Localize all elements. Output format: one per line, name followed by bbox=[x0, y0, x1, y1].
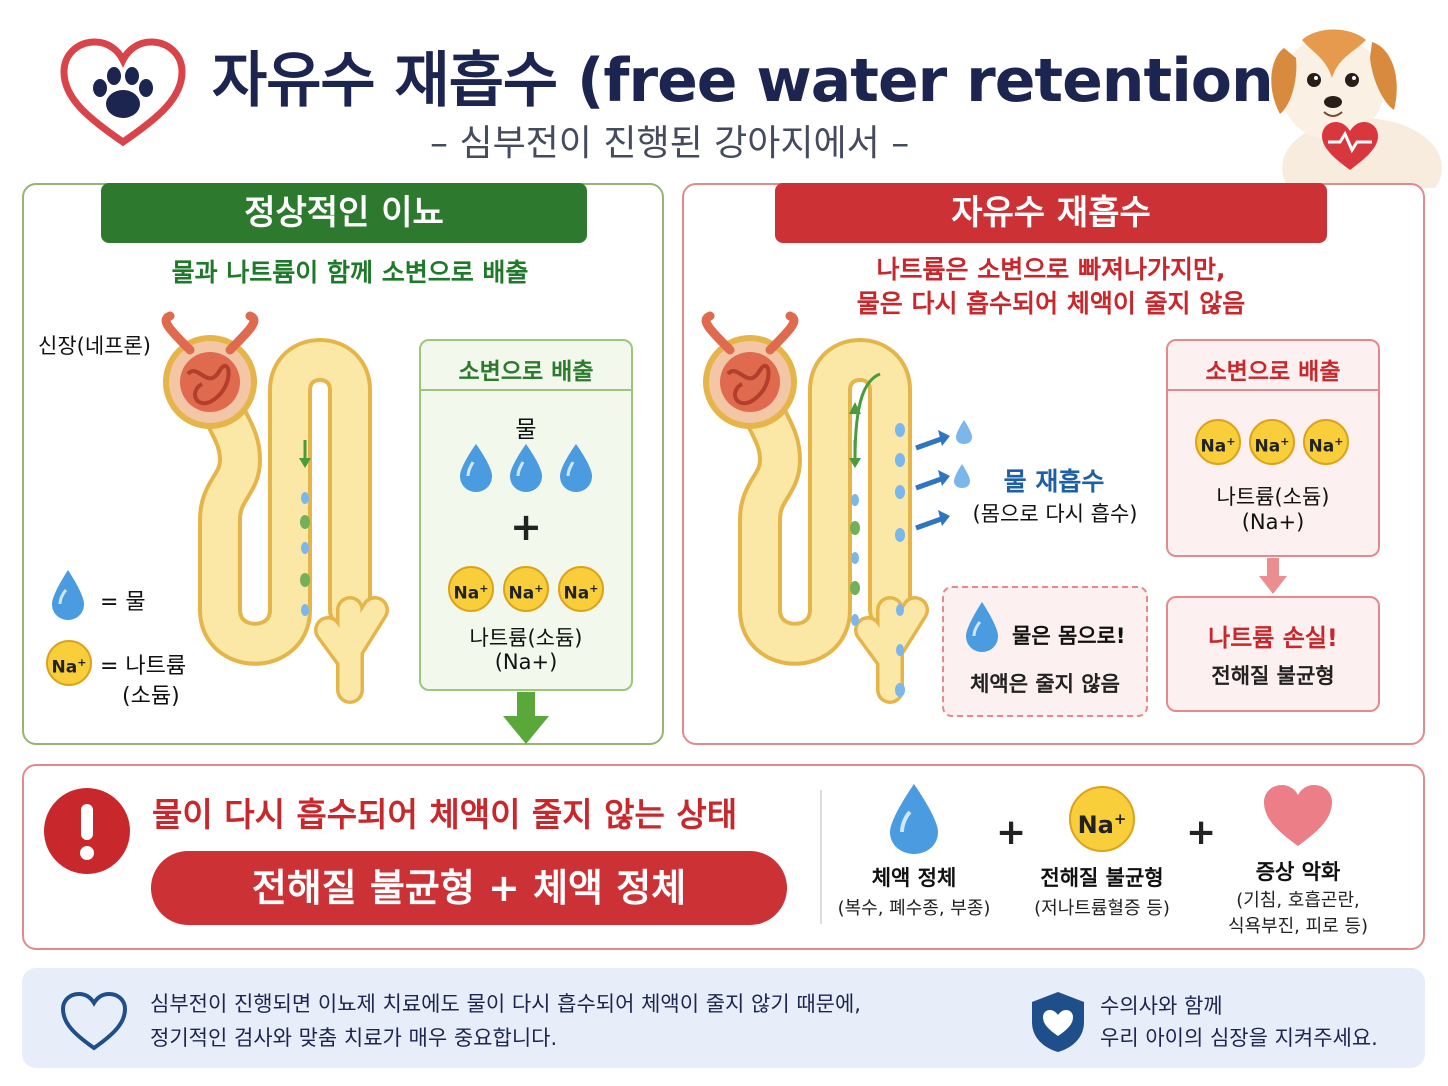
excretion-sodium-sublabel: (Na+) bbox=[494, 650, 558, 674]
sodium-icon: Na+ bbox=[1195, 419, 1241, 465]
summary-pill: 전해질 불균형 + 체액 정체 bbox=[151, 851, 787, 925]
puppy-illustration bbox=[1271, 29, 1442, 188]
sodium-symbol: Na bbox=[1308, 436, 1335, 457]
excretion-sodium-label-retention: 나트륨(소듐) bbox=[1216, 485, 1330, 509]
sodium-symbol: Na bbox=[1077, 811, 1114, 839]
summary-item-title: 전해질 불균형 bbox=[1040, 866, 1164, 890]
sodium-symbol: Na bbox=[508, 583, 535, 604]
sodium-symbol: Na bbox=[563, 583, 590, 604]
fluid-not-reduced-text: 체액은 줄지 않음 bbox=[970, 672, 1120, 696]
sodium-symbol: Na bbox=[1254, 436, 1281, 457]
normal-diuresis-banner: 정상적인 이뇨 bbox=[101, 183, 587, 243]
sodium-symbol: Na bbox=[1200, 436, 1227, 457]
sodium-icon: Na+ bbox=[46, 640, 92, 686]
sodium-icon: Na+ bbox=[503, 566, 549, 612]
sodium-symbol: Na bbox=[453, 583, 480, 604]
arrow-down-icon bbox=[1259, 558, 1287, 594]
legend-water-label: = 물 bbox=[100, 590, 146, 615]
excretion-box-header bbox=[419, 339, 633, 391]
summary-divider bbox=[820, 790, 822, 924]
sodium-icon: Na+ bbox=[558, 566, 604, 612]
legend-sodium-label: = 나트륨 bbox=[100, 654, 187, 679]
heart-outline-icon bbox=[60, 991, 128, 1051]
excretion-sodium-sublabel-retention: (Na+) bbox=[1241, 510, 1305, 534]
sodium-charge: + bbox=[534, 582, 544, 595]
reabsorption-sublabel: (몸으로 다시 흡수) bbox=[972, 502, 1138, 526]
arrow-down-icon bbox=[503, 692, 549, 744]
heart-icon bbox=[1264, 785, 1332, 846]
water-drop-icon bbox=[52, 570, 84, 620]
sodium-icon: Na+ bbox=[1069, 786, 1135, 852]
sodium-icon: Na+ bbox=[1303, 419, 1349, 465]
water-to-body-box bbox=[942, 586, 1148, 717]
sodium-charge: + bbox=[1113, 810, 1127, 828]
excretion-plus-sign: + bbox=[510, 505, 542, 549]
kidney-label: 신장(네프론) bbox=[38, 334, 151, 358]
summary-item-detail: (기침, 호흡곤란, bbox=[1236, 890, 1360, 911]
sodium-charge: + bbox=[77, 656, 87, 669]
sodium-icon: Na+ bbox=[1249, 419, 1295, 465]
water-drop-icon bbox=[890, 784, 938, 854]
sodium-charge: + bbox=[589, 582, 599, 595]
exclamation-icon bbox=[44, 788, 130, 874]
summary-item-title: 체액 정체 bbox=[871, 866, 957, 890]
paw-heart-logo bbox=[60, 38, 186, 147]
sodium-charge: + bbox=[1334, 435, 1344, 448]
excretion-title-normal: 소변으로 배출 bbox=[458, 359, 594, 385]
excretion-water-label: 물 bbox=[515, 417, 537, 443]
page-title: 자유수 재흡수 (free water retention) bbox=[212, 46, 1300, 116]
summary-item-detail: 식욕부진, 피로 등) bbox=[1227, 916, 1369, 937]
summary-plus-sign: + bbox=[996, 812, 1027, 853]
water-drop-icon bbox=[966, 602, 998, 652]
excretion-sodium-label: 나트륨(소듐) bbox=[469, 626, 583, 650]
shield-heart-icon bbox=[1032, 992, 1084, 1052]
summary-item-title: 증상 악화 bbox=[1255, 860, 1341, 884]
reabsorption-arrows bbox=[915, 420, 972, 531]
sodium-loss-subtitle: 전해질 불균형 bbox=[1211, 664, 1335, 688]
sodium-charge: + bbox=[1280, 435, 1290, 448]
footer-vet-line2: 우리 아이의 심장을 지켜주세요. bbox=[1100, 1026, 1378, 1050]
sodium-icon: Na+ bbox=[448, 566, 494, 612]
summary-item-detail: (저나트륨혈증 등) bbox=[1034, 898, 1170, 919]
sodium-charge: + bbox=[479, 582, 489, 595]
normal-diuresis-description: 물과 나트륨이 함께 소변으로 배출 bbox=[171, 258, 529, 287]
excretion-box-header bbox=[1166, 339, 1380, 391]
page-subtitle: – 심부전이 진행된 강아지에서 – bbox=[430, 123, 910, 164]
excretion-title-retention: 소변으로 배출 bbox=[1205, 359, 1341, 385]
footer-message-line2: 정기적인 검사와 맞춤 치료가 매우 중요합니다. bbox=[150, 1026, 558, 1050]
sodium-symbol: Na bbox=[51, 657, 78, 678]
summary-item-detail: (복수, 폐수종, 부종) bbox=[837, 898, 991, 919]
sodium-loss-title: 나트륨 손실! bbox=[1208, 624, 1338, 652]
free-water-description-line1: 나트륨은 소변으로 빠져나가지만, bbox=[876, 255, 1226, 284]
reabsorption-label: 물 재흡수 bbox=[1003, 467, 1105, 496]
excretion-box-normal bbox=[419, 339, 633, 691]
summary-plus-sign: + bbox=[1186, 812, 1217, 853]
legend-sodium-sublabel: (소듐) bbox=[122, 684, 180, 709]
nephron-diagram-normal bbox=[161, 311, 389, 704]
free-water-banner: 자유수 재흡수 bbox=[775, 183, 1327, 243]
footer-vet-line1: 수의사와 함께 bbox=[1100, 994, 1223, 1018]
footer bbox=[22, 968, 1425, 1068]
sodium-loss-box bbox=[1166, 596, 1380, 712]
water-drops-group bbox=[460, 444, 592, 492]
footer-message-line1: 심부전이 진행되면 이뇨제 치료에도 물이 다시 흡수되어 체액이 줄지 않기 … bbox=[150, 992, 861, 1016]
sodium-charge: + bbox=[1226, 435, 1236, 448]
free-water-description-line2: 물은 다시 흡수되어 체액이 줄지 않음 bbox=[856, 289, 1246, 318]
nephron-diagram-retention bbox=[701, 311, 929, 704]
water-to-body-text: 물은 몸으로! bbox=[1012, 624, 1126, 648]
summary-headline: 물이 다시 흡수되어 체액이 줄지 않는 상태 bbox=[152, 795, 738, 834]
